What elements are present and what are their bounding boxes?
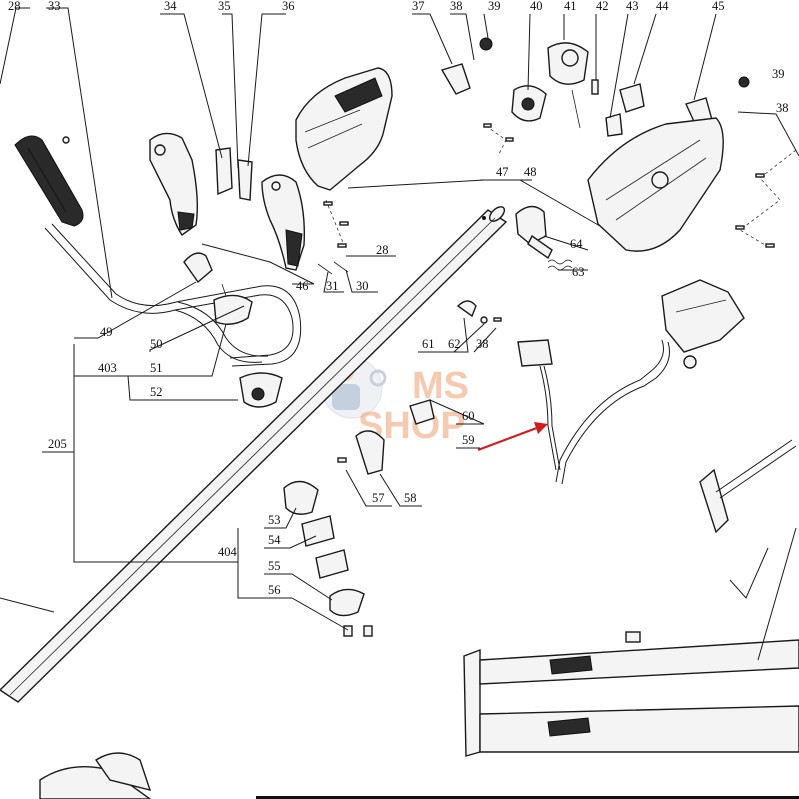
- label-63: 63: [572, 265, 585, 279]
- label-55: 55: [268, 559, 281, 573]
- guard-fragment-part: [39, 752, 152, 799]
- label-52: 52: [150, 385, 163, 399]
- label-28-top: 28: [8, 0, 21, 13]
- label-42: 42: [596, 0, 609, 13]
- label-404: 404: [218, 545, 238, 559]
- label-40: 40: [530, 0, 543, 13]
- label-30: 30: [356, 279, 369, 293]
- label-56: 56: [268, 583, 281, 597]
- label-47: 47: [496, 165, 509, 179]
- screw-set-48: [483, 123, 514, 157]
- label-51: 51: [150, 361, 163, 375]
- hex-key-tool: [729, 547, 769, 599]
- label-53: 53: [268, 513, 281, 527]
- label-39-right: 39: [772, 67, 785, 81]
- label-34: 34: [164, 0, 177, 13]
- spanner-tool: [699, 439, 797, 534]
- housing-cover-part: [295, 67, 393, 191]
- label-39-top: 39: [488, 0, 501, 13]
- label-37: 37: [412, 0, 425, 13]
- bottom-table-edge: [256, 796, 799, 799]
- carry-bag-part: [463, 631, 799, 757]
- label-403: 403: [98, 361, 117, 375]
- cable-clamp-61: [456, 300, 502, 324]
- label-205: 205: [48, 437, 67, 451]
- screw-set-28-30-31: [317, 199, 349, 275]
- label-64: 64: [570, 237, 583, 251]
- left-grip-part: [14, 135, 84, 227]
- label-31: 31: [326, 279, 339, 293]
- wiring-harness-part: [517, 339, 561, 471]
- label-60: 60: [462, 409, 475, 423]
- clamp-group-404: [283, 480, 373, 637]
- label-44: 44: [656, 0, 669, 13]
- engine-base-plate: [587, 117, 724, 252]
- rear-handle-part: [261, 174, 305, 271]
- label-49: 49: [100, 325, 113, 339]
- throttle-cable-part: [555, 279, 745, 485]
- main-shaft: [0, 206, 508, 703]
- label-43: 43: [626, 0, 639, 13]
- label-59: 59: [462, 433, 475, 447]
- handle-bar: [44, 223, 302, 367]
- label-35: 35: [218, 0, 231, 13]
- label-33: 33: [48, 0, 61, 13]
- label-57: 57: [372, 491, 385, 505]
- highlight-arrow: [477, 422, 548, 452]
- label-38-right: 38: [776, 101, 789, 115]
- screw-chain-right: [735, 149, 797, 249]
- label-48: 48: [524, 165, 537, 179]
- label-36: 36: [282, 0, 295, 13]
- part-labels: 28 33 34 35 36 37 38 39 40 41 42 43 44 4…: [8, 0, 789, 597]
- label-62: 62: [448, 337, 461, 351]
- label-38-mid: 38: [476, 337, 489, 351]
- label-54: 54: [268, 533, 281, 547]
- handle-clamp-part: [183, 252, 283, 408]
- bracket-64-part: [515, 205, 553, 260]
- trigger-handle-part: [149, 132, 253, 236]
- spring-63-part: [547, 259, 573, 271]
- label-58: 58: [404, 491, 417, 505]
- label-41: 41: [564, 0, 577, 13]
- label-61: 61: [422, 337, 435, 351]
- label-46: 46: [296, 279, 309, 293]
- label-28-mid: 28: [376, 243, 389, 257]
- leader-lines: [0, 7, 799, 661]
- label-38-top: 38: [450, 0, 463, 13]
- shaft-clamp-58: [337, 399, 435, 475]
- label-50: 50: [150, 337, 163, 351]
- watermark-text-line1: MS: [412, 365, 469, 407]
- label-45: 45: [712, 0, 725, 13]
